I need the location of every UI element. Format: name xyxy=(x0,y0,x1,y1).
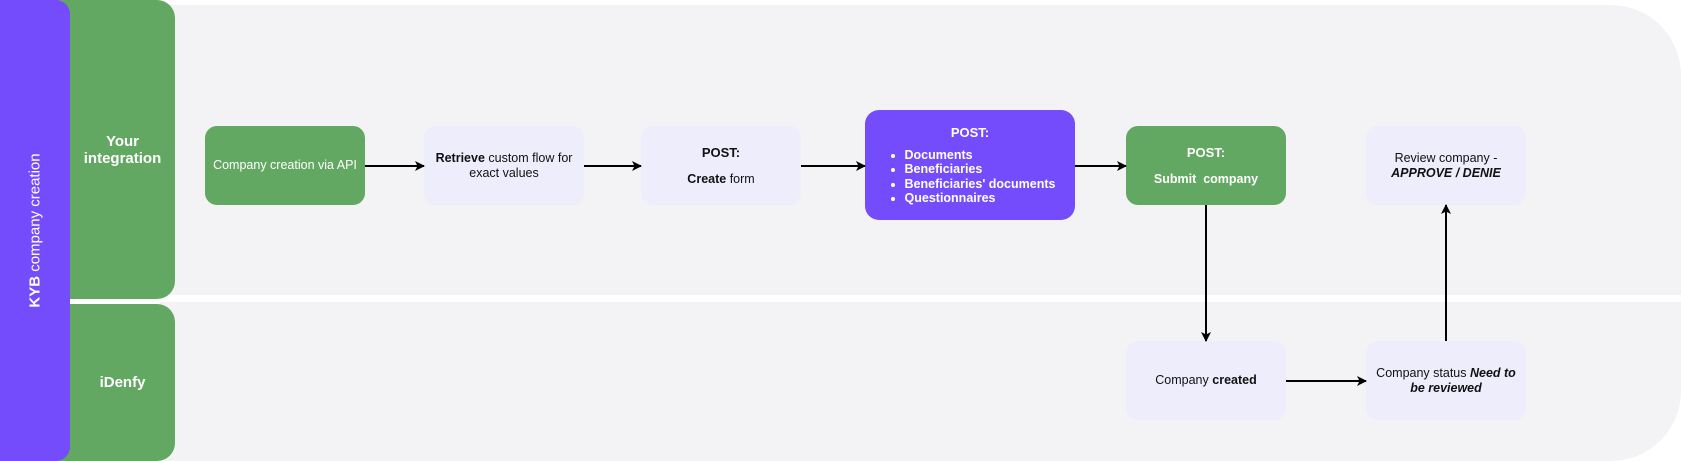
node-review-company: Review company - APPROVE / DENIE xyxy=(1366,126,1526,205)
node-company-creation-via-api: Company creation via API xyxy=(205,126,365,205)
post-data-list: Documents Beneficiaries Beneficiaries' d… xyxy=(885,148,1056,206)
pool-kyb-company-creation: KYB company creation xyxy=(0,0,70,461)
node-post-data-list: POST: Documents Beneficiaries Beneficiar… xyxy=(865,110,1075,220)
node-post-create-form: POST: Create form xyxy=(641,126,801,205)
list-item: Documents xyxy=(905,148,1056,163)
list-item: Beneficiaries' documents xyxy=(905,177,1056,192)
node-retrieve-custom-flow: Retrieve custom flow for exact values xyxy=(424,126,584,205)
node-company-status: Company status Need to be reviewed xyxy=(1366,341,1526,420)
lane-header-your-integration: Your integration xyxy=(56,0,175,299)
list-item: Beneficiaries xyxy=(905,162,1056,177)
node-post-submit-company: POST: Submit company xyxy=(1126,126,1286,205)
lane-header-idenfy: iDenfy xyxy=(56,304,175,461)
node-company-created: Company created xyxy=(1126,341,1286,420)
list-item: Questionnaires xyxy=(905,191,1056,206)
